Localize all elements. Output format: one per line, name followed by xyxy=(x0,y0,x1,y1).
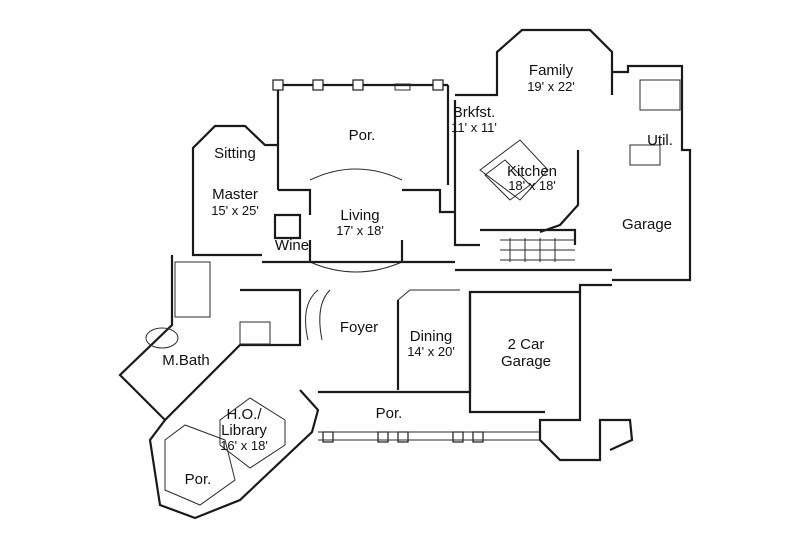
room-size-master: 15' x 25' xyxy=(211,203,259,218)
room-label-car-garage-2: Garage xyxy=(501,353,551,370)
room-label-mbath: M.Bath xyxy=(162,352,210,369)
room-label-sitting: Sitting xyxy=(214,145,256,162)
room-label-wine: Wine xyxy=(275,237,309,254)
room-size-brkfst: 11' x 11' xyxy=(451,120,497,135)
room-label-dining: Dining xyxy=(410,328,453,345)
room-size-kitchen: 18' x 18' xyxy=(508,178,556,193)
room-label-car-garage: 2 Car xyxy=(508,336,545,353)
room-label-living: Living xyxy=(340,207,379,224)
exterior-walls xyxy=(118,28,692,520)
room-size-dining: 14' x 20' xyxy=(407,344,455,359)
room-label-porch-front: Por. xyxy=(376,405,403,422)
room-labels: Family 19' x 22' Brkfst. 11' x 11' Util.… xyxy=(162,62,673,488)
room-label-kitchen: Kitchen xyxy=(507,163,557,180)
room-label-porch-library: Por. xyxy=(185,471,212,488)
room-label-util: Util. xyxy=(647,132,673,149)
porch-columns xyxy=(272,79,540,443)
interior-walls xyxy=(145,79,681,506)
room-size-family: 19' x 22' xyxy=(527,79,575,94)
room-label-brkfst: Brkfst. xyxy=(453,104,496,121)
room-label-porch-top: Por. xyxy=(349,127,376,144)
room-label-library-2: Library xyxy=(221,422,267,439)
room-label-garage: Garage xyxy=(622,216,672,233)
room-size-library: 16' x 18' xyxy=(220,438,268,453)
room-label-library: H.O./ xyxy=(226,406,262,423)
room-size-living: 17' x 18' xyxy=(336,223,384,238)
room-label-master: Master xyxy=(212,186,258,203)
room-label-foyer: Foyer xyxy=(340,319,378,336)
room-label-family: Family xyxy=(529,62,574,79)
